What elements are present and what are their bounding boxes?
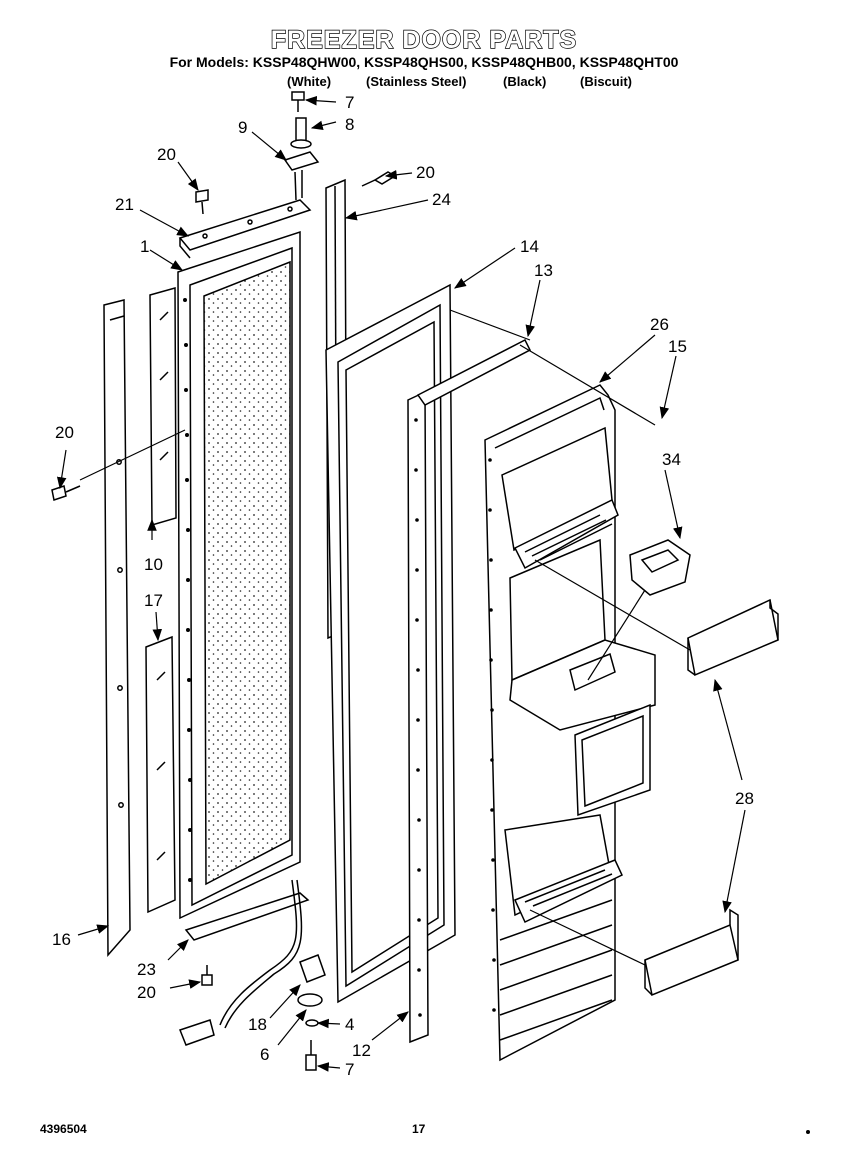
part-18-hinge-plate <box>299 954 326 983</box>
corner-dot <box>806 1130 810 1134</box>
part-6-bottom-hinge <box>297 993 323 1007</box>
part-20-screw-c <box>51 485 81 501</box>
part-10-glass-panel <box>149 287 177 526</box>
callout-7-top: 7 <box>345 93 354 112</box>
part-17-glass-panel <box>145 635 176 914</box>
callout-23: 23 <box>137 960 156 979</box>
part-12-breaker-strip <box>407 390 429 1044</box>
part-26-inner-liner <box>484 384 656 1062</box>
page-number: 17 <box>412 1122 426 1136</box>
callout-15: 15 <box>668 337 687 356</box>
document-number: 4396504 <box>40 1122 87 1136</box>
part-23-bottom-bracket <box>184 892 310 941</box>
part-1-door-panel <box>177 230 301 920</box>
part-20-screw-a <box>195 189 209 215</box>
part-7-screw-bottom <box>305 1040 317 1071</box>
callout-34: 34 <box>662 450 681 469</box>
wire-harness <box>179 879 303 1046</box>
callout-1: 1 <box>140 237 149 256</box>
callout-20-left: 20 <box>55 423 74 442</box>
callout-7-bottom: 7 <box>345 1060 354 1079</box>
callout-24: 24 <box>432 190 451 209</box>
variant-white: (White) <box>287 74 332 89</box>
callout-13: 13 <box>534 261 553 280</box>
part-13-top-bar <box>416 338 531 406</box>
callout-20-top-right: 20 <box>416 163 435 182</box>
callout-10: 10 <box>144 555 163 574</box>
part-28-lower-bin <box>644 908 739 997</box>
variant-black: (Black) <box>503 74 547 89</box>
callout-26: 26 <box>650 315 669 334</box>
callout-17: 17 <box>144 591 163 610</box>
callout-20-top-left: 20 <box>157 145 176 164</box>
part-20-screw-b <box>361 171 397 187</box>
part-9-hinge <box>283 151 320 201</box>
part-21-top-bracket <box>178 199 312 259</box>
model-list: For Models: KSSP48QHW00, KSSP48QHS00, KS… <box>169 54 679 70</box>
callout-16: 16 <box>52 930 71 949</box>
callout-12: 12 <box>352 1041 371 1060</box>
callout-21: 21 <box>115 195 134 214</box>
part-8-hinge-pin <box>290 117 312 149</box>
part-20-screw-d <box>201 965 213 986</box>
callout-28: 28 <box>735 789 754 808</box>
callout-4: 4 <box>345 1015 354 1034</box>
part-28-upper-bin <box>687 598 779 677</box>
callout-18: 18 <box>248 1015 267 1034</box>
part-34-chute <box>629 539 691 596</box>
part-7-screw-top <box>291 91 305 112</box>
callout-8: 8 <box>345 115 354 134</box>
part-16-trim-strip <box>103 299 131 957</box>
part-4-washer <box>305 1019 319 1027</box>
callout-labels: 7 8 9 20 20 24 21 1 14 13 26 15 20 34 10… <box>52 93 754 1079</box>
variant-biscuit: (Biscuit) <box>580 74 632 89</box>
variant-stainless: (Stainless Steel) <box>366 74 467 89</box>
callout-9: 9 <box>238 118 247 137</box>
page-title: FREEZER DOOR PARTS <box>270 25 578 54</box>
callout-20-bottom: 20 <box>137 983 156 1002</box>
callout-6: 6 <box>260 1045 269 1064</box>
callout-14: 14 <box>520 237 539 256</box>
